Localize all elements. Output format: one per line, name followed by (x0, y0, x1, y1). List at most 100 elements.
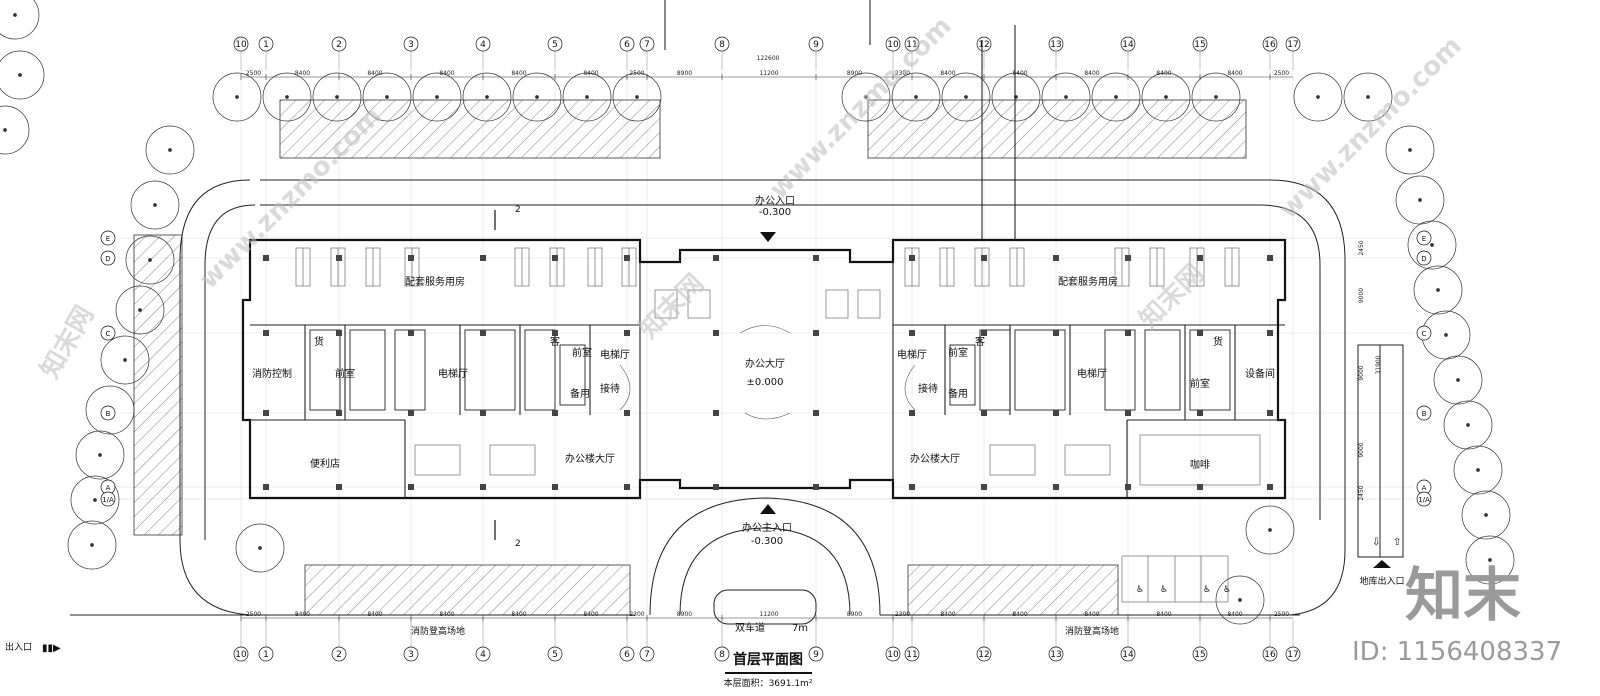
dimension-value: 8400 (583, 70, 598, 77)
room-office-lobby-level: ±0.000 (746, 377, 783, 388)
dimension-value: 2500 (629, 70, 644, 77)
axis-bubble (714, 646, 730, 662)
tree (130, 180, 180, 230)
room-reception-2: 接待 (918, 382, 938, 395)
ramp-arrow-up-icon: ⇧ (1393, 537, 1401, 548)
cores (309, 329, 1231, 411)
axis-label: 12 (978, 40, 989, 50)
column (981, 255, 987, 261)
dimension-value: 2300 (895, 611, 910, 618)
axis-label: 17 (1287, 40, 1298, 50)
dimension-value: 8400 (511, 611, 526, 618)
axis-label: A (1422, 484, 1427, 492)
axis-bubble (1262, 36, 1278, 52)
column (336, 255, 342, 261)
room-equipment: 设备间 (1245, 367, 1275, 380)
axis-bubble (100, 491, 116, 507)
axis-bubble (475, 36, 491, 52)
axis-bubble (1120, 36, 1136, 52)
column (624, 484, 630, 490)
fire-area-label-right: 消防登高场地 (1065, 625, 1119, 637)
axis-bubble (808, 646, 824, 662)
watermark-cn-1: 知末网 (35, 301, 100, 384)
axis-label: 3 (408, 40, 414, 50)
axis-bubble (1416, 230, 1432, 246)
axis-label: 4 (480, 40, 486, 50)
column (1125, 330, 1131, 336)
tree (70, 475, 120, 525)
axis-bubble (1416, 250, 1432, 266)
column (480, 484, 486, 490)
dimension-value: 8400 (1227, 70, 1242, 77)
tree (1343, 72, 1393, 122)
dimension-value: 8400 (940, 70, 955, 77)
dimension-value: 8400 (1012, 611, 1027, 618)
watermark-cn-2: 知末网 (634, 269, 710, 345)
column (408, 255, 414, 261)
column (263, 255, 269, 261)
axis-label: B (106, 410, 111, 418)
axis-label: 16 (1264, 650, 1276, 660)
dimension-value: 8400 (940, 611, 955, 618)
column (336, 484, 342, 490)
axis-bubble (1192, 646, 1208, 662)
parking-bottom-left (304, 564, 631, 616)
column (1125, 484, 1131, 490)
axis-bubble (619, 646, 635, 662)
column (813, 330, 819, 336)
room-spare-1: 备用 (570, 387, 590, 400)
axis-label: 15 (1194, 40, 1205, 50)
column (1053, 255, 1059, 261)
dimension-value: 9000 (1358, 442, 1365, 457)
axis-bubble (885, 646, 901, 662)
dimension-value: 8900 (847, 70, 862, 77)
axis-label: 13 (1050, 40, 1061, 50)
axis-bubble (547, 646, 563, 662)
axis-bubble (475, 646, 491, 662)
room-front-room-2: 前室 (572, 346, 592, 359)
tree (75, 430, 125, 480)
axis-bubble (639, 36, 655, 52)
room-elevator-hall-3: 电梯厅 (897, 348, 927, 361)
column (263, 330, 269, 336)
axis-bubble (100, 405, 116, 421)
room-freight-2: 货 (1213, 335, 1223, 348)
axis-bubble (403, 36, 419, 52)
parking-top-left (279, 99, 661, 159)
axis-label: 1 (263, 650, 269, 660)
room-front-room-3: 前室 (948, 346, 968, 359)
axis-bubble (258, 646, 274, 662)
site-entrance-label: 出入口 (5, 641, 32, 653)
axis-label: 7 (644, 40, 650, 50)
tree (1453, 445, 1503, 495)
column (713, 330, 719, 336)
garage-ramp: ⇩ ⇧ (1357, 344, 1404, 558)
tree (1443, 400, 1493, 450)
room-front-room-1: 前室 (335, 367, 355, 380)
tree (67, 520, 117, 570)
tree (1385, 125, 1435, 175)
section-mark-bottom: 2 (515, 539, 521, 549)
dimension-value: 8400 (295, 70, 310, 77)
column (408, 330, 414, 336)
axis-label: 1/A (1418, 496, 1430, 504)
room-fire-control: 消防控制 (252, 367, 292, 380)
dimension-value: 2450 (1358, 485, 1365, 500)
column (713, 410, 719, 416)
dimension-value: 9000 (1358, 365, 1365, 380)
section-mark-top: 2 (515, 205, 521, 215)
axis-label: 14 (1122, 650, 1134, 660)
column (1267, 410, 1273, 416)
dimension-value: 11200 (759, 611, 778, 618)
column (552, 484, 558, 490)
entrance-arrow-icon (760, 232, 776, 242)
column (336, 410, 342, 416)
axis-label: 10 (887, 650, 899, 660)
axis-bubble (885, 36, 901, 52)
dimension-value: 8400 (439, 70, 454, 77)
axis-label: 6 (624, 40, 630, 50)
column (713, 255, 719, 261)
parking-bottom-right (907, 564, 1119, 616)
column (480, 410, 486, 416)
